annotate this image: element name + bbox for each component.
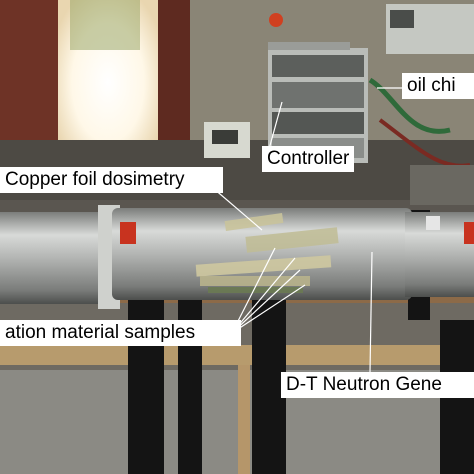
dt-generator-label: D-T Neutron Gene (281, 372, 474, 398)
oil-chiller-label: oil chi (402, 73, 474, 99)
strap (252, 300, 286, 474)
strap (178, 290, 202, 474)
samples-label: ation material samples (0, 320, 241, 346)
strap (128, 290, 164, 474)
cylinder-section-left (0, 212, 105, 304)
warning-sticker (120, 222, 136, 244)
wooden-rail (0, 345, 474, 365)
leader-lines (212, 87, 402, 373)
warning-lamp (269, 13, 283, 27)
door-left (0, 0, 62, 140)
copper-foil-label: Copper foil dosimetry (0, 167, 223, 193)
controller-label: Controller (262, 146, 355, 172)
